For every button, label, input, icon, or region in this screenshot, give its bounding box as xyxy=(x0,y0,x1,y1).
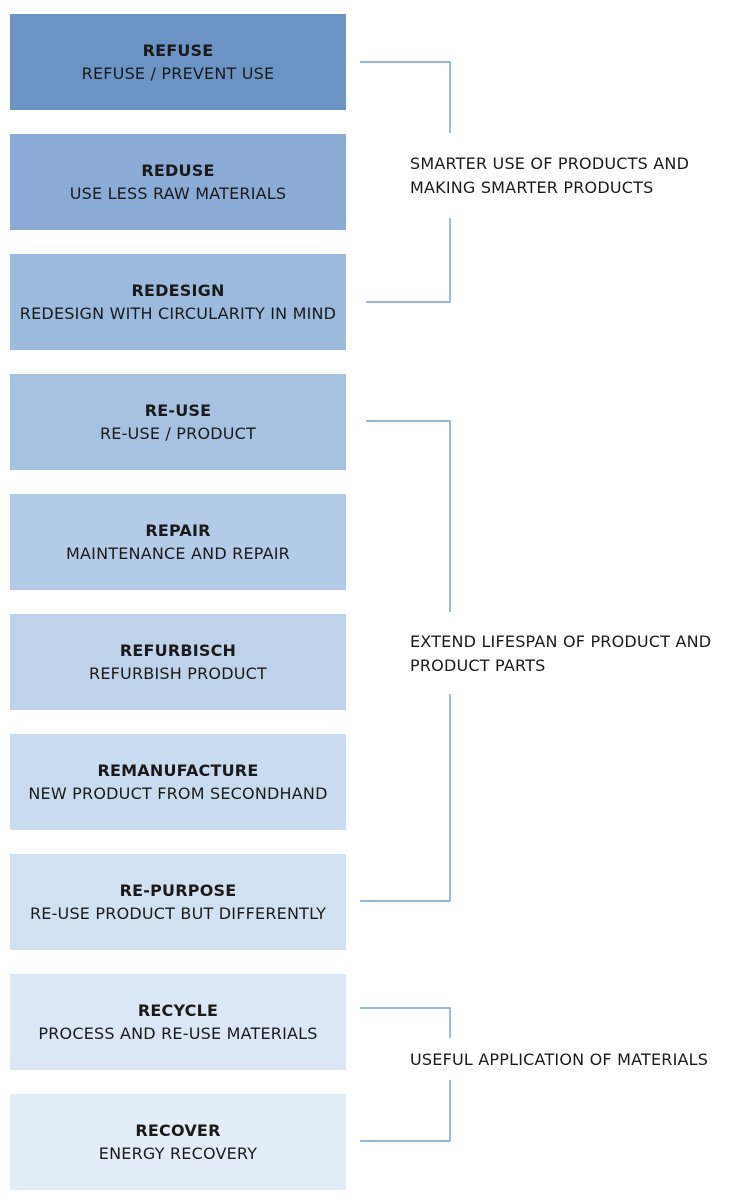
step-box-recover: RECOVER ENERGY RECOVERY xyxy=(10,1094,346,1190)
group-label-line: MAKING SMARTER PRODUCTS xyxy=(410,178,654,197)
step-title: RECOVER xyxy=(135,1121,221,1140)
step-title: REPAIR xyxy=(145,521,211,540)
step-subtitle: USE LESS RAW MATERIALS xyxy=(69,184,287,203)
step-box-repair: REPAIR MAINTENANCE AND REPAIR xyxy=(10,494,346,590)
step-box-reduse: REDUSE USE LESS RAW MATERIALS xyxy=(10,134,346,230)
step-subtitle: MAINTENANCE AND REPAIR xyxy=(66,544,290,563)
group-label-line: SMARTER USE OF PRODUCTS AND xyxy=(410,154,690,173)
step-title: REFURBISCH xyxy=(119,641,237,660)
step-title: REDESIGN xyxy=(131,281,225,300)
step-box-re-purpose: RE-PURPOSE RE-USE PRODUCT BUT DIFFERENTL… xyxy=(10,854,346,950)
group-label-extend-lifespan: EXTEND LIFESPAN OF PRODUCT AND PRODUCT P… xyxy=(410,630,730,678)
step-title: RE-USE xyxy=(144,401,212,420)
step-subtitle: RE-USE PRODUCT BUT DIFFERENTLY xyxy=(29,904,327,923)
bracket-extend-lifespan xyxy=(360,420,451,902)
step-box-refurbisch: REFURBISCH REFURBISH PRODUCT xyxy=(10,614,346,710)
step-title: RE-PURPOSE xyxy=(119,881,237,900)
bracket-smarter-use xyxy=(360,61,451,303)
step-subtitle: RE-USE / PRODUCT xyxy=(99,424,257,443)
step-box-remanufacture: REMANUFACTURE NEW PRODUCT FROM SECONDHAN… xyxy=(10,734,346,830)
step-box-refuse: REFUSE REFUSE / PREVENT USE xyxy=(10,14,346,110)
step-subtitle: REFURBISH PRODUCT xyxy=(89,664,267,683)
group-label-useful-application: USEFUL APPLICATION OF MATERIALS xyxy=(410,1048,730,1072)
step-subtitle: NEW PRODUCT FROM SECONDHAND xyxy=(28,784,328,803)
step-subtitle: REFUSE / PREVENT USE xyxy=(81,64,275,83)
bracket-useful-application xyxy=(360,1007,451,1142)
step-title: RECYCLE xyxy=(137,1001,219,1020)
step-subtitle: ENERGY RECOVERY xyxy=(98,1144,258,1163)
group-label-line: USEFUL APPLICATION OF MATERIALS xyxy=(410,1050,709,1069)
step-box-re-use: RE-USE RE-USE / PRODUCT xyxy=(10,374,346,470)
step-box-redesign: REDESIGN REDESIGN WITH CIRCULARITY IN MI… xyxy=(10,254,346,350)
step-title: REMANUFACTURE xyxy=(97,761,259,780)
step-title: REDUSE xyxy=(141,161,215,180)
step-subtitle: PROCESS AND RE-USE MATERIALS xyxy=(38,1024,318,1043)
step-box-recycle: RECYCLE PROCESS AND RE-USE MATERIALS xyxy=(10,974,346,1070)
step-subtitle: REDESIGN WITH CIRCULARITY IN MIND xyxy=(19,304,337,323)
group-label-line: PRODUCT PARTS xyxy=(410,656,546,675)
group-label-line: EXTEND LIFESPAN OF PRODUCT AND xyxy=(410,632,712,651)
group-label-smarter-use: SMARTER USE OF PRODUCTS AND MAKING SMART… xyxy=(410,152,730,200)
step-title: REFUSE xyxy=(142,41,214,60)
